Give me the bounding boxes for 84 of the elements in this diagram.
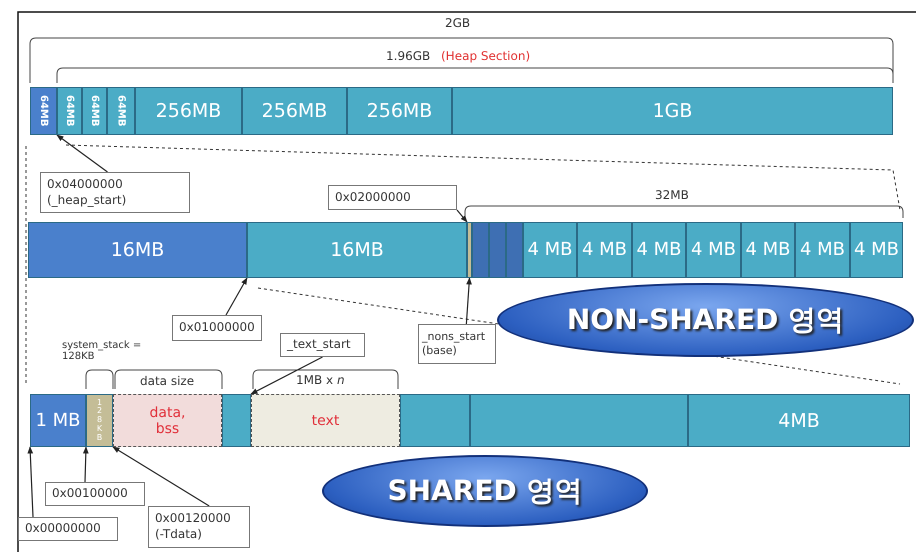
size-label: 64MB bbox=[38, 95, 49, 127]
memory-segment bbox=[489, 222, 506, 278]
memory-segment bbox=[400, 394, 470, 447]
leader-line bbox=[466, 277, 472, 324]
annotation-label: (Heap Section) bbox=[441, 49, 530, 63]
size-label: 64MB bbox=[116, 95, 126, 127]
size-label: 16MB bbox=[330, 239, 384, 261]
memory-segment bbox=[30, 87, 57, 135]
size-label: 256MB bbox=[156, 100, 222, 122]
leader-line bbox=[27, 446, 34, 518]
size-label: 256MB bbox=[366, 100, 432, 122]
memory-segment bbox=[472, 222, 489, 278]
annotation-label: system_stack = 128KB bbox=[62, 340, 142, 362]
memory-segment bbox=[247, 222, 467, 278]
leader-line bbox=[225, 277, 248, 316]
annotation-label: 1.96GB bbox=[386, 49, 430, 63]
memory-region bbox=[251, 394, 400, 447]
size-label: 64MB bbox=[89, 95, 100, 127]
memory-segment bbox=[30, 394, 86, 447]
size-label: data, bss bbox=[149, 404, 186, 436]
size-label: 4MB bbox=[778, 410, 820, 432]
size-label: 256MB bbox=[262, 100, 328, 122]
address-callout bbox=[280, 333, 365, 357]
size-label: 16MB bbox=[110, 239, 164, 261]
memory-segment bbox=[632, 222, 686, 278]
region-title: SHARED 영역 bbox=[388, 473, 582, 509]
size-label: 4 MB bbox=[799, 240, 846, 260]
memory-segment bbox=[242, 87, 347, 135]
memory-segment bbox=[688, 394, 910, 447]
size-label: 1GB bbox=[652, 100, 692, 122]
address-callout bbox=[172, 315, 262, 341]
address-text: 0x04000000 (_heap_start) bbox=[47, 176, 128, 208]
size-label: 64MB bbox=[64, 95, 75, 127]
address-text: 0x02000000 bbox=[335, 190, 411, 206]
address-text: _text_start bbox=[287, 337, 351, 353]
address-text: 0x00100000 bbox=[52, 486, 128, 502]
size-label: 4 MB bbox=[636, 240, 682, 260]
address-callout bbox=[40, 172, 190, 213]
leader-line bbox=[112, 446, 210, 507]
annotation-label: 32MB bbox=[655, 188, 689, 202]
memory-segment bbox=[135, 87, 242, 135]
memory-segment bbox=[86, 394, 113, 447]
region-title: NON-SHARED 영역 bbox=[566, 302, 844, 338]
annotation-label: 2GB bbox=[445, 16, 470, 30]
memory-segment bbox=[82, 87, 107, 135]
address-callout bbox=[328, 185, 457, 210]
address-text: 0x01000000 bbox=[179, 320, 255, 336]
size-label: 4 MB bbox=[526, 240, 574, 260]
memory-segment bbox=[850, 222, 903, 278]
address-text: _nons_start (base) bbox=[422, 330, 486, 358]
memory-region bbox=[113, 394, 222, 447]
memory-segment bbox=[577, 222, 632, 278]
size-label: 4 MB bbox=[853, 240, 900, 260]
address-callout bbox=[45, 482, 145, 506]
address-callout bbox=[418, 324, 496, 364]
memory-segment bbox=[347, 87, 452, 135]
leader-line bbox=[250, 356, 323, 395]
memory-segment bbox=[795, 222, 850, 278]
memory-segment bbox=[467, 222, 472, 278]
size-label: 4 MB bbox=[581, 240, 628, 260]
memory-segment bbox=[107, 87, 135, 135]
memory-segment bbox=[506, 222, 523, 278]
address-text: 0x00000000 bbox=[25, 521, 101, 537]
memory-segment bbox=[452, 87, 893, 135]
address-text: 0x00120000 (-Tdata) bbox=[155, 511, 232, 543]
memory-segment bbox=[470, 394, 688, 447]
memory-segment bbox=[57, 87, 82, 135]
size-label: 128KB bbox=[96, 398, 104, 442]
memory-segment bbox=[222, 394, 251, 447]
annotation-label: data size bbox=[140, 374, 194, 388]
leader-line bbox=[56, 134, 108, 172]
annotation-label: 1MB x n bbox=[296, 373, 345, 387]
size-label: 1 MB bbox=[34, 410, 82, 430]
address-callout bbox=[18, 517, 118, 541]
memory-segment bbox=[523, 222, 577, 278]
leader-line bbox=[82, 446, 89, 482]
size-label: 4 MB bbox=[690, 240, 737, 260]
leader-line bbox=[456, 210, 468, 223]
memory-segment bbox=[686, 222, 741, 278]
memory-segment bbox=[28, 222, 247, 278]
size-label: 4 MB bbox=[744, 240, 792, 260]
address-callout bbox=[148, 506, 250, 548]
size-label: text bbox=[310, 412, 340, 428]
memory-segment bbox=[741, 222, 795, 278]
